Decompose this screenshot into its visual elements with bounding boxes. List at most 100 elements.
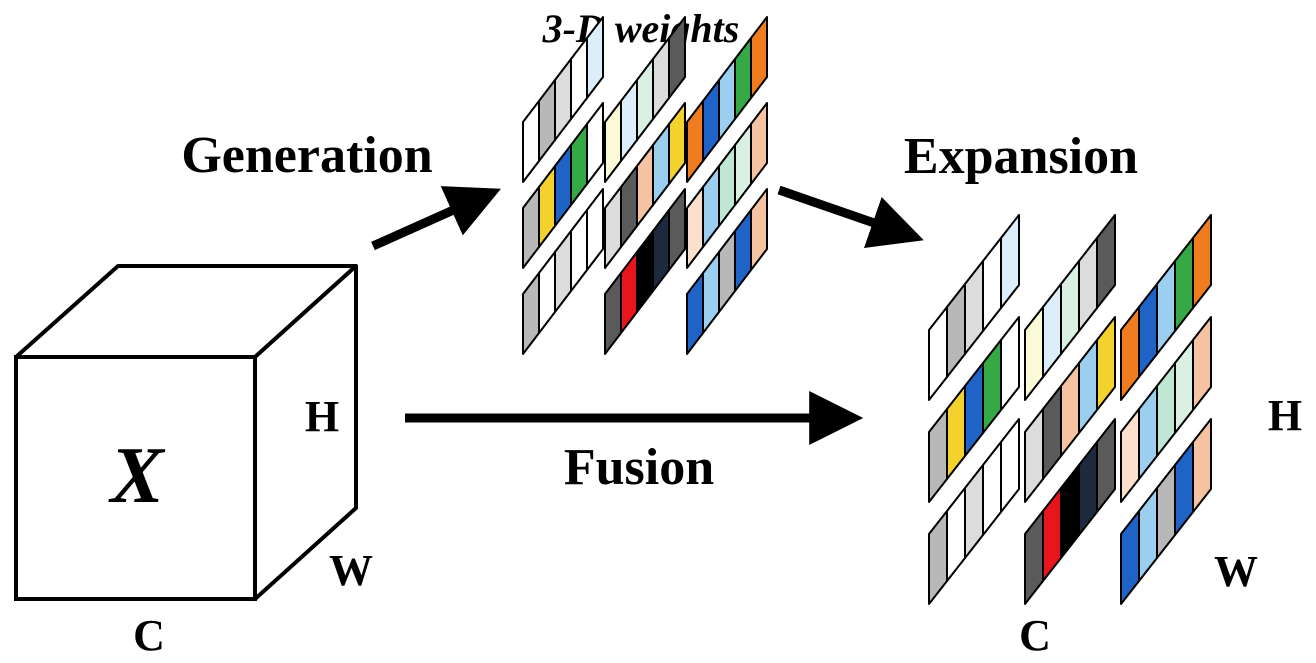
expanded-weight-cell [1096,214,1116,309]
expanded-weight-strip [928,418,1020,605]
weight-cell [750,16,768,99]
fusion-label: Fusion [564,439,714,496]
expansion-label: Expansion [904,128,1138,185]
output-w-label: W [1214,547,1258,596]
expanded-weight-strip [928,316,1020,503]
weights-grid [522,16,768,355]
weight-cell [620,79,638,162]
weight-cell [718,230,736,313]
expanded-weight-strip [1120,418,1212,605]
expanded-weight-strip [1024,418,1116,605]
expanded-weight-cell [964,362,984,457]
cube-front-face [14,355,257,601]
weight-cell [586,102,604,185]
expanded-weight-strip [928,214,1020,401]
expanded-weight-cell [982,237,1002,332]
generation-arrow [371,186,502,251]
weight-strip [686,16,768,183]
weight-cell [570,123,588,206]
weight-cell [620,251,638,334]
weight-cell [686,100,704,183]
weight-cell [750,102,768,185]
weight-cell [636,58,654,141]
expanded-weight-cell [982,339,1002,434]
expanded-weight-cell [928,408,948,503]
expanded-weight-cell [1138,487,1158,582]
weight-cell [604,272,622,355]
weight-cell [554,230,572,313]
expanded-weight-cell [946,487,966,582]
weight-strip [604,188,686,355]
expanded-weight-cell [946,283,966,378]
cube-symbol: X [107,432,165,520]
expanded-weight-strip [1120,316,1212,503]
weight-strip [686,102,768,269]
expanded-weight-strip [1024,316,1116,503]
weight-cell [554,144,572,227]
weight-cell [538,165,556,248]
weight-cell [750,188,768,271]
weight-cell [652,209,670,292]
weight-strip [522,16,604,183]
expanded-weight-cell [1024,510,1044,605]
cube-h-label: H [305,392,339,441]
expanded-weight-cell [1138,385,1158,480]
expanded-weight-cell [1078,441,1098,536]
expanded-weight-cell [1000,214,1020,309]
expanded-weight-cell [1024,408,1044,503]
weight-cell [668,16,686,99]
weights-title: 3-D weights [542,6,740,51]
output-h-label: H [1268,391,1302,440]
expanded-weight-cell [1120,306,1140,401]
weight-cell [604,186,622,269]
generation-label: Generation [181,127,432,184]
expanded-weight-cell [1042,487,1062,582]
cube-w-label: W [329,546,373,595]
weight-cell [702,165,720,248]
input-feature-cube [14,264,358,601]
weight-cell [538,251,556,334]
weight-cell [668,102,686,185]
expanded-weight-cell [1042,283,1062,378]
expanded-weight-cell [1138,283,1158,378]
cube-c-label: C [133,611,165,660]
weight-cell [668,188,686,271]
expanded-weight-strip [1024,214,1116,401]
weight-cell [718,58,736,141]
expanded-weight-cell [1096,316,1116,411]
expanded-weight-cell [1174,339,1194,434]
expanded-weight-strip [1120,214,1212,401]
weight-cell [636,230,654,313]
weight-cell [586,188,604,271]
weight-cell [522,100,540,183]
weight-cell [702,251,720,334]
expanded-weight-cell [928,306,948,401]
weight-strip [522,188,604,355]
expanded-weight-cell [1060,362,1080,457]
weight-strip [604,16,686,183]
expanded-weight-cell [1120,510,1140,605]
expanded-weight-cell [964,260,984,355]
weight-strip [686,188,768,355]
expanded-weight-cell [1156,260,1176,355]
weight-cell [522,272,540,355]
weight-cell [586,16,604,99]
expanded-weight-cell [928,510,948,605]
expansion-arrow [777,185,924,249]
expanded-weights-grid [928,214,1212,605]
expanded-weight-cell [1174,441,1194,536]
expanded-weight-cell [1174,237,1194,332]
weight-cell [734,209,752,292]
weight-cell [686,186,704,269]
weight-cell [522,186,540,269]
weight-cell [734,123,752,206]
expanded-weight-cell [1078,237,1098,332]
expanded-weight-cell [1192,418,1212,513]
expanded-weight-cell [1192,316,1212,411]
expanded-weight-cell [1192,214,1212,309]
expanded-weight-cell [1078,339,1098,434]
weight-cell [604,100,622,183]
expanded-weight-cell [1000,316,1020,411]
expanded-weight-cell [946,385,966,480]
